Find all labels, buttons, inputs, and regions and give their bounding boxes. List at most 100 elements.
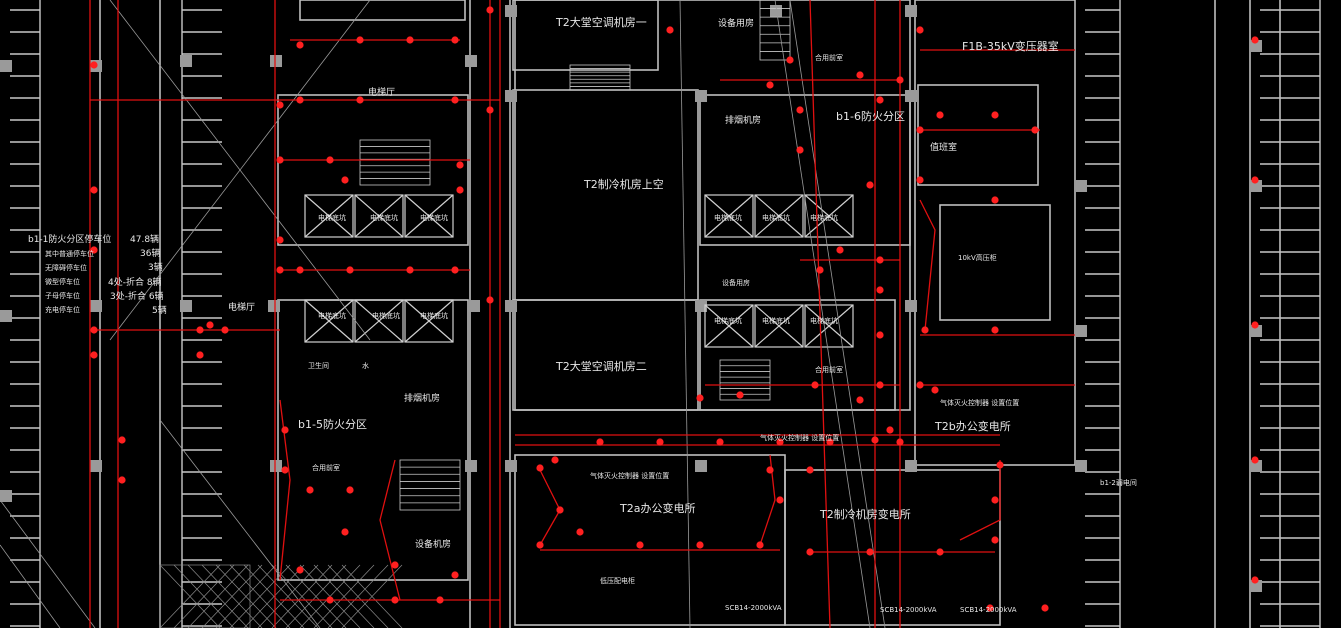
node-33 (281, 426, 289, 434)
diag-2 (109, 0, 371, 341)
elev-label-1: 电梯底坑 (318, 213, 346, 222)
node-14 (406, 36, 414, 44)
column-4 (465, 55, 477, 67)
node-104 (576, 528, 584, 536)
node-40 (451, 571, 459, 579)
label-office-sub-a: T2a办公变电所 (619, 501, 695, 515)
node-72 (916, 126, 924, 134)
column-17 (505, 460, 517, 472)
hvac-room-1-outline (512, 0, 659, 71)
column-14 (905, 300, 917, 312)
column-2 (0, 490, 12, 502)
right-column-outline (914, 0, 1076, 466)
node-13 (356, 36, 364, 44)
node-63 (996, 461, 1004, 469)
elevator-x2-5 (404, 299, 454, 343)
node-85 (796, 106, 804, 114)
column-9 (505, 90, 517, 102)
stair-hatching (359, 0, 791, 511)
node-5 (118, 436, 126, 444)
chiller-room-outline (512, 89, 699, 301)
node-82 (856, 71, 864, 79)
node-61 (991, 496, 999, 504)
node-18 (451, 96, 459, 104)
column-30 (465, 460, 477, 472)
elevator-box-7 (754, 194, 804, 238)
wire-v-8 (809, 0, 831, 628)
node-37 (341, 528, 349, 536)
elev-label-10: 电梯底坑 (714, 316, 742, 325)
elevator-x2-8 (804, 194, 854, 238)
label-transformer-1: SCB14-2000kVA (725, 604, 782, 612)
stair-outline-0 (359, 139, 431, 186)
node-31 (221, 326, 229, 334)
node-2 (90, 246, 98, 254)
node-17 (356, 96, 364, 104)
hatch-b-4 (215, 564, 277, 628)
column-6 (468, 300, 480, 312)
wire-loop-3 (959, 460, 1001, 541)
node-29 (451, 266, 459, 274)
column-1 (0, 310, 12, 322)
label-chiller-sub-station: T2制冷机房变电所 (819, 507, 911, 521)
left-core-top (299, 0, 466, 21)
column-8 (180, 300, 192, 312)
node-67 (1251, 176, 1259, 184)
wire-loop-1 (539, 469, 561, 546)
node-44 (536, 464, 544, 472)
node-35 (306, 486, 314, 494)
column-25 (1250, 580, 1262, 592)
hatch-b-9 (285, 564, 347, 628)
node-8 (276, 101, 284, 109)
node-47 (596, 438, 604, 446)
column-3 (270, 55, 282, 67)
node-42 (326, 596, 334, 604)
node-96 (766, 81, 774, 89)
node-34 (281, 466, 289, 474)
structure-columns (0, 5, 1262, 592)
node-3 (90, 326, 98, 334)
diag-5 (774, 0, 871, 628)
elev-label-6: 电梯底坑 (420, 311, 448, 320)
elevator-box-1 (354, 194, 404, 238)
node-98 (666, 26, 674, 34)
label-equip-room-mid: 设备用房 (722, 278, 750, 287)
node-7 (196, 326, 204, 334)
exhaust-room-outline (699, 94, 911, 246)
elev-label-7: 电梯底坑 (714, 213, 742, 222)
node-26 (296, 266, 304, 274)
node-84 (876, 96, 884, 104)
label-transformer-3: SCB14-2000kVA (960, 606, 1017, 614)
elev-label-3: 电梯底坑 (420, 213, 448, 222)
label-exhaust-room-1: 排烟机房 (725, 114, 761, 126)
elevator-x2-4 (354, 299, 404, 343)
label-fire-zone-b1-1: b1-1防火分区停车位 (28, 233, 111, 245)
stair-outline-2 (569, 64, 631, 91)
column-5 (268, 300, 280, 312)
node-65 (1041, 604, 1049, 612)
column-0 (0, 60, 12, 72)
node-41 (436, 596, 444, 604)
column-27 (90, 300, 102, 312)
column-13 (905, 90, 917, 102)
node-81 (931, 386, 939, 394)
label-chiller-room-upper: T2制冷机房上空 (583, 177, 664, 191)
node-54 (696, 541, 704, 549)
label-toilet: 卫生间 (308, 361, 329, 370)
hvac-room-2-outline (512, 299, 699, 411)
building-walls (99, 0, 1281, 628)
node-12 (296, 41, 304, 49)
node-36 (346, 486, 354, 494)
node-103 (766, 466, 774, 474)
hatch-b-7 (257, 564, 319, 628)
node-73 (936, 111, 944, 119)
node-71 (916, 26, 924, 34)
label-count-3: 3辆 (148, 261, 163, 273)
node-0 (90, 61, 98, 69)
elevator-x2-11 (804, 304, 854, 348)
column-31 (770, 5, 782, 17)
diag-3 (159, 419, 321, 628)
hatch-b-0 (159, 564, 221, 628)
node-83 (896, 76, 904, 84)
